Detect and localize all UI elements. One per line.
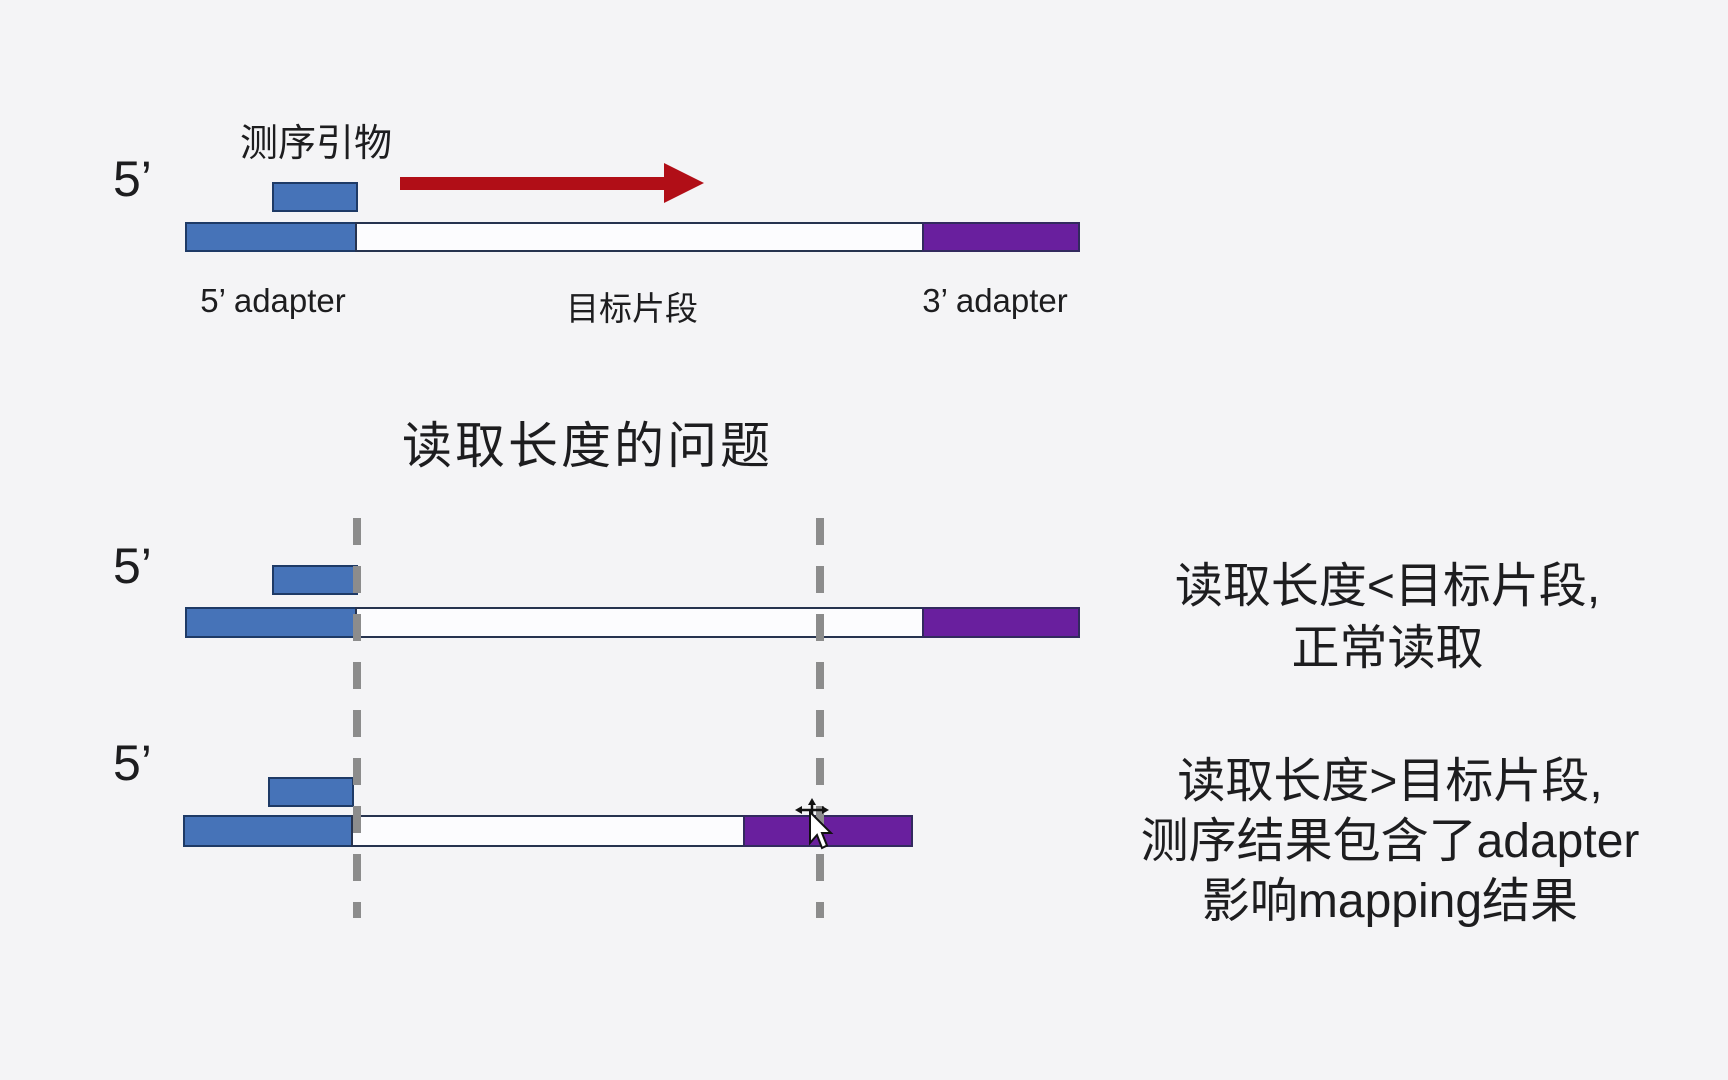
five-prime-label-top: 5’ [113, 151, 152, 207]
adapter5-segment-top [185, 222, 357, 252]
read-end-dashed-line [816, 518, 824, 918]
caption-case1-line2: 正常读取 [1291, 622, 1484, 675]
caption-case1-line1: 读取长度<目标片段, [1174, 560, 1601, 613]
target-label: 目标片段 [566, 290, 698, 327]
arrow-head-icon [664, 163, 704, 203]
five-prime-label-case1: 5’ [113, 538, 152, 594]
adapter5-label: 5’ adapter [200, 282, 346, 319]
dna-molecule-case2 [183, 815, 913, 847]
sequencing-primer-top [272, 182, 358, 212]
sequencing-primer-case2 [268, 777, 354, 807]
caption-case2-line2: 测序结果包含了adapter [1140, 815, 1640, 868]
adapter5-segment-case2 [183, 815, 353, 847]
target-segment-top [355, 222, 924, 252]
move-pointer-icon [795, 798, 834, 850]
adapter3-segment-top [922, 222, 1080, 252]
read-start-dashed-line [353, 518, 361, 918]
caption-case2: 读取长度>目标片段, 测序结果包含了adapter 影响mapping结果 [1095, 752, 1685, 932]
arrow-shaft [400, 177, 668, 190]
caption-case1: 读取长度<目标片段, 正常读取 [1115, 556, 1660, 680]
caption-case2-line1: 读取长度>目标片段, [1177, 755, 1603, 808]
move-arrows-icon [795, 798, 829, 814]
target-segment-case1 [355, 607, 924, 638]
adapter3-label: 3’ adapter [922, 282, 1068, 319]
section-title: 读取长度的问题 [402, 418, 773, 474]
sequencing-primer-label: 测序引物 [240, 123, 393, 165]
target-segment-case2 [351, 815, 745, 847]
adapter3-segment-case1 [922, 607, 1080, 638]
dna-molecule-case1 [185, 607, 1080, 638]
mouse-cursor [795, 798, 837, 857]
dna-molecule-top [185, 222, 1080, 252]
sequencing-primer-case1 [272, 565, 358, 595]
adapter5-segment-case1 [185, 607, 357, 638]
five-prime-label-case2: 5’ [113, 735, 152, 791]
pointer-arrow-icon [809, 809, 834, 850]
caption-case2-line3: 影响mapping结果 [1201, 875, 1579, 928]
